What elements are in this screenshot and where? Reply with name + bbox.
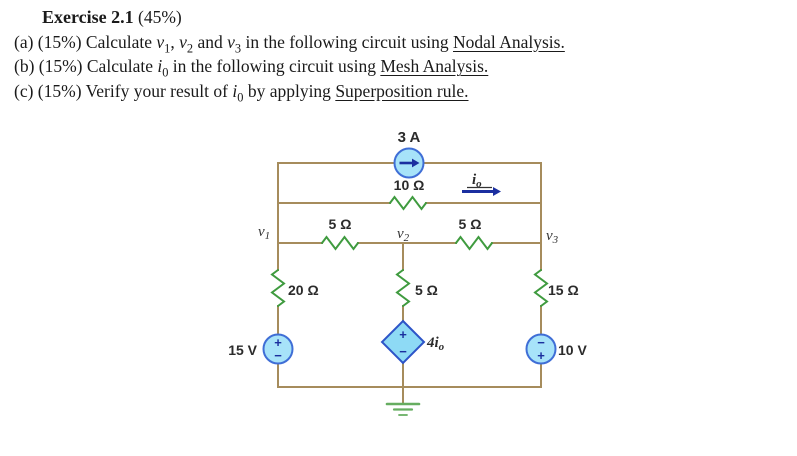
label-5ohm-left: 5 Ω xyxy=(329,216,352,232)
problem-item-b: (b) (15%) Calculate i0 in the following … xyxy=(14,56,489,80)
node-label-v2: v2 xyxy=(397,226,410,244)
exercise-title-weight: (45%) xyxy=(133,7,182,27)
label-10ohm: 10 Ω xyxy=(394,177,425,193)
item-c-text: (c) (15%) Verify your result of xyxy=(14,80,233,101)
problem-item-a: (a) (15%) Calculate v1, v2 and v3 in the… xyxy=(14,31,565,56)
exercise-title-number: Exercise 2.1 xyxy=(42,7,134,27)
var-v2: v xyxy=(179,31,187,52)
item-b-text: (b) (15%) Calculate xyxy=(14,56,158,77)
node-label-v3: v3 xyxy=(546,228,559,246)
minus-sign-15v: − xyxy=(274,348,282,363)
resistor-5ohm-right xyxy=(455,235,493,251)
label-15ohm: 15 Ω xyxy=(548,282,579,298)
exercise-title: Exercise 2.1 (45%) xyxy=(42,5,784,30)
resistor-10ohm xyxy=(389,195,427,211)
resistor-5ohm-mid xyxy=(395,269,411,307)
label-io: io xyxy=(472,172,482,190)
problem-item-c: (c) (15%) Verify your result of i0 by ap… xyxy=(14,80,469,105)
minus-sign-dep: − xyxy=(399,344,407,359)
label-20ohm: 20 Ω xyxy=(288,282,319,298)
label-15v: 15 V xyxy=(228,342,257,358)
dependent-source-4io xyxy=(380,319,426,365)
plus-sign-10v: + xyxy=(537,348,545,363)
underlined-nodal-analysis: Nodal Analysis. xyxy=(453,31,565,52)
label-5ohm-right: 5 Ω xyxy=(459,216,482,232)
node-label-v1: v1 xyxy=(258,224,270,242)
var-v3: v xyxy=(227,31,235,52)
current-source-arrowhead-icon xyxy=(412,158,420,168)
resistor-5ohm-left xyxy=(321,235,359,251)
resistor-20ohm xyxy=(270,269,286,307)
label-4io: 4io xyxy=(426,335,445,353)
underlined-mesh-analysis: Mesh Analysis. xyxy=(380,56,489,77)
label-5ohm-mid: 5 Ω xyxy=(415,282,438,298)
voltage-source-15v xyxy=(262,333,294,365)
var-v1: v xyxy=(156,31,165,52)
voltage-source-10v xyxy=(525,333,557,365)
item-a-text: (a) (15%) Calculate xyxy=(14,31,157,52)
var-io: i xyxy=(157,56,163,77)
var-io: i xyxy=(232,80,238,101)
plus-sign-15v: + xyxy=(274,335,282,350)
plus-sign-dep: + xyxy=(399,327,407,342)
problem-statement: Exercise 2.1 (45%) (a) (15%) Calculate v… xyxy=(14,5,784,103)
resistor-15ohm xyxy=(533,269,549,307)
minus-sign-10v: − xyxy=(537,335,545,350)
label-3a: 3 A xyxy=(398,129,421,146)
label-10v: 10 V xyxy=(558,342,587,358)
underlined-superposition-rule: Superposition rule. xyxy=(335,80,469,101)
io-arrowhead-icon xyxy=(493,187,501,196)
